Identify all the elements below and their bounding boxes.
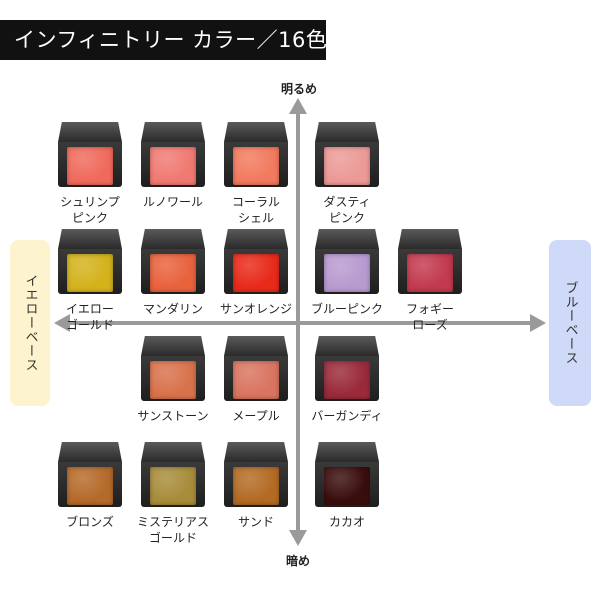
color-swatch: [233, 467, 279, 505]
compact-lid: [224, 336, 288, 356]
compact-lid: [315, 336, 379, 356]
page-title: インフィニトリー カラー／16色: [0, 20, 327, 60]
eyeshadow-compact: [224, 442, 288, 507]
swatch-name: ブロンズ: [35, 514, 145, 530]
arrow-right-icon: [530, 314, 546, 332]
swatch-name: サンド: [201, 514, 311, 530]
compact-lid: [224, 229, 288, 249]
yellow-base-label: イエローベース: [10, 240, 50, 406]
compact-lid: [224, 122, 288, 142]
swatch-name-line: バーガンディ: [311, 409, 383, 423]
color-swatch: [324, 467, 370, 505]
swatch-name: サンストーン: [118, 408, 228, 424]
color-swatch: [324, 361, 370, 399]
swatch-name-line: サンド: [237, 515, 274, 529]
eyeshadow-compact: [141, 122, 205, 187]
compact-lid: [58, 122, 122, 142]
arrow-left-icon: [54, 314, 70, 332]
swatch-name-line: カカオ: [328, 515, 365, 529]
compact-lid: [141, 122, 205, 142]
swatch-name: バーガンディ: [292, 408, 402, 424]
swatch-name-line: シュリンプ: [60, 195, 120, 209]
swatch-name-line: メープル: [232, 409, 280, 423]
swatch-name: ブルーピンク: [292, 301, 402, 317]
eyeshadow-compact: [224, 229, 288, 294]
swatch-name: ミステリアスゴールド: [118, 514, 228, 546]
swatch-name-line: サンオレンジ: [219, 302, 292, 316]
compact-lid: [141, 229, 205, 249]
swatch-name: イエローゴールド: [35, 301, 145, 333]
swatch-name: フォギーローズ: [375, 301, 485, 333]
swatch-name-line: シェル: [237, 211, 274, 225]
eyeshadow-compact: [141, 336, 205, 401]
eyeshadow-compact: [315, 336, 379, 401]
arrow-up-icon: [289, 98, 307, 114]
swatch-name-line: ブルーピンク: [310, 302, 383, 316]
swatch-name-line: コーラル: [231, 195, 280, 209]
swatch-name-line: ダスティ: [323, 195, 371, 209]
swatch-name-line: ブロンズ: [66, 515, 114, 529]
color-swatch: [67, 467, 113, 505]
eyeshadow-compact: [141, 229, 205, 294]
swatch-name: メープル: [201, 408, 311, 424]
eyeshadow-compact: [58, 229, 122, 294]
color-swatch: [324, 254, 370, 292]
swatch-name-line: サンストーン: [137, 409, 209, 423]
compact-lid: [141, 336, 205, 356]
arrow-down-icon: [289, 530, 307, 546]
swatch-name-line: ゴールド: [148, 531, 197, 545]
swatch-name-line: ゴールド: [65, 318, 114, 332]
eyeshadow-compact: [398, 229, 462, 294]
color-swatch: [233, 147, 279, 185]
compact-lid: [398, 229, 462, 249]
eyeshadow-compact: [58, 442, 122, 507]
swatch-name: ルノワール: [118, 194, 228, 210]
swatch-name: マンダリン: [118, 301, 228, 317]
compact-lid: [141, 442, 205, 462]
blue-base-label: ブルーベース: [549, 240, 591, 406]
axis-label-bottom: 暗め: [286, 554, 311, 568]
eyeshadow-compact: [141, 442, 205, 507]
compact-lid: [315, 122, 379, 142]
compact-lid: [58, 229, 122, 249]
color-swatch: [150, 254, 196, 292]
compact-lid: [224, 442, 288, 462]
eyeshadow-compact: [315, 122, 379, 187]
swatch-name-line: ミステリアス: [136, 515, 209, 529]
eyeshadow-compact: [315, 442, 379, 507]
swatch-name-line: ピンク: [328, 211, 365, 225]
color-swatch: [233, 254, 279, 292]
eyeshadow-compact: [315, 229, 379, 294]
swatch-name: ダスティピンク: [292, 194, 402, 226]
color-swatch: [150, 147, 196, 185]
horizontal-axis: [54, 314, 546, 332]
eyeshadow-compact: [58, 122, 122, 187]
compact-lid: [315, 442, 379, 462]
swatch-name-line: マンダリン: [142, 302, 203, 316]
compact-lid: [58, 442, 122, 462]
color-swatch: [407, 254, 453, 292]
swatch-name: シュリンプピンク: [35, 194, 145, 226]
swatch-name: サンオレンジ: [201, 301, 311, 317]
eyeshadow-compact: [224, 122, 288, 187]
compact-lid: [315, 229, 379, 249]
swatch-name-line: ルノワール: [142, 195, 203, 209]
eyeshadow-compact: [224, 336, 288, 401]
color-swatch: [324, 147, 370, 185]
swatch-name-line: イエロー: [66, 302, 114, 316]
swatch-name-line: フォギー: [405, 302, 454, 316]
swatch-name-line: ピンク: [71, 211, 108, 225]
color-swatch: [150, 361, 196, 399]
swatch-name: コーラルシェル: [201, 194, 311, 226]
axis-label-top: 明るめ: [281, 82, 318, 96]
swatch-name: カカオ: [292, 514, 402, 530]
color-swatch: [233, 361, 279, 399]
color-swatch: [67, 147, 113, 185]
color-swatch: [67, 254, 113, 292]
color-swatch: [150, 467, 196, 505]
swatch-name-line: ローズ: [412, 318, 448, 332]
